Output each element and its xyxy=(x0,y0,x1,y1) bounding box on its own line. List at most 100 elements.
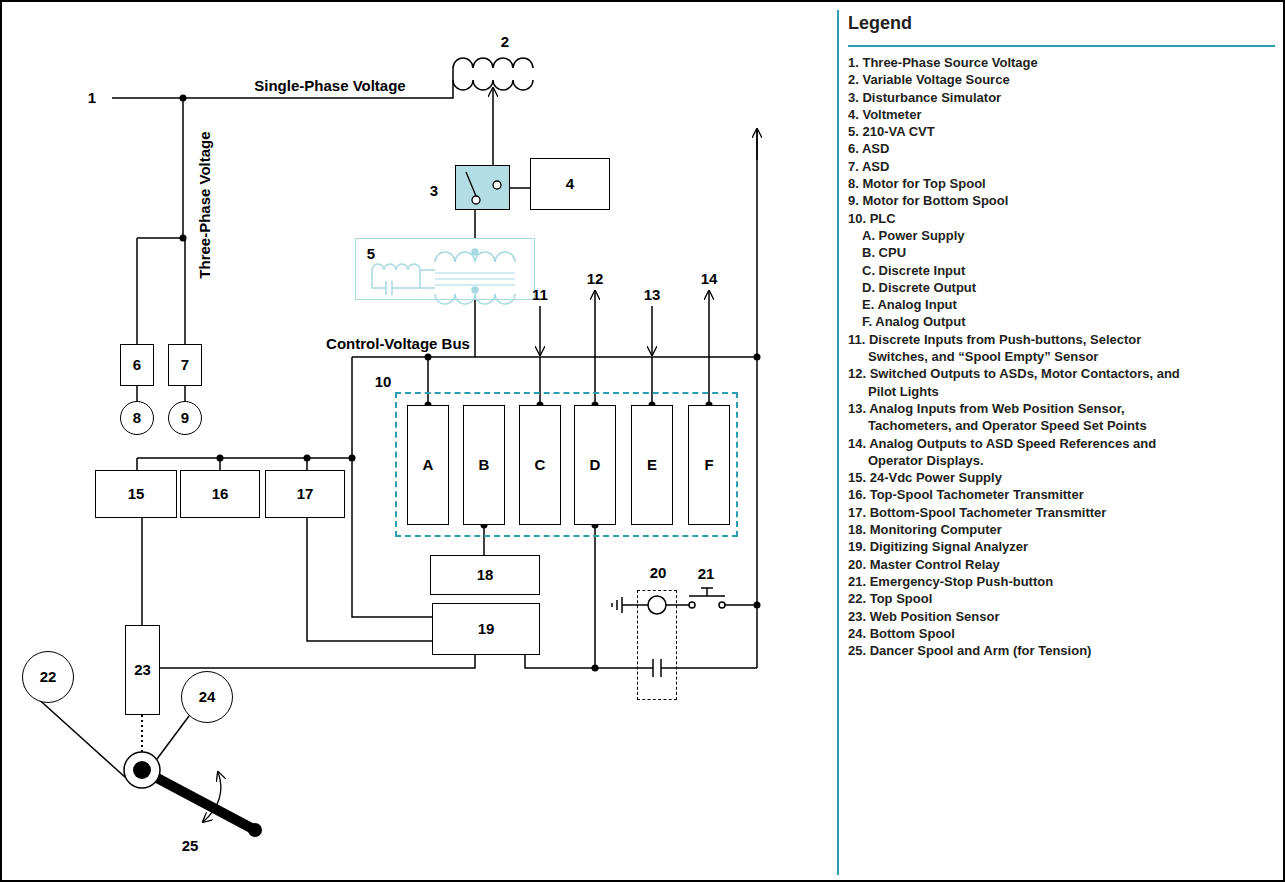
legend-entry: 1. Three-Phase Source Voltage xyxy=(848,54,1188,71)
legend-text: 17. Bottom-Spool Tachometer Transmitter xyxy=(848,505,1106,520)
wire-connector xyxy=(141,518,143,625)
callout-number: B xyxy=(479,457,490,474)
control-bus-wire xyxy=(137,128,757,668)
wire-connector xyxy=(184,386,186,401)
callout-number: 3 xyxy=(430,183,438,200)
cvt-symbol xyxy=(372,249,515,304)
callout-number: D xyxy=(590,457,601,474)
callout-number: 20 xyxy=(650,565,667,582)
relay-circuit xyxy=(595,667,757,669)
cvt-box: 5 xyxy=(355,238,535,300)
control-bus-wire xyxy=(137,458,352,470)
callout-number: 14 xyxy=(701,271,718,288)
signal-arrow xyxy=(539,306,541,355)
legend-text: 11. Discrete Inputs from Push-buttons, S… xyxy=(848,332,1141,364)
callout-number: 12 xyxy=(587,271,604,288)
callout-number: A xyxy=(423,457,434,474)
legend-text: 14. Analog Outputs to ASD Speed Referenc… xyxy=(848,436,1156,468)
supply-wire xyxy=(137,98,185,344)
process-box: 17 xyxy=(265,470,345,518)
legend-entry: 25. Dancer Spool and Arm (for Tension) xyxy=(848,642,1188,659)
junction-dot xyxy=(180,95,187,102)
plc-module: D xyxy=(574,405,616,525)
callout-number: C xyxy=(535,457,546,474)
legend-text: 16. Top-Spool Tachometer Transmitter xyxy=(848,487,1084,502)
drawing-part xyxy=(472,196,480,204)
legend-entry: D. Discrete Output xyxy=(862,279,1202,296)
legend-text: D. Discrete Output xyxy=(862,280,976,295)
relay-circuit xyxy=(666,604,689,606)
relay-circuit xyxy=(719,602,725,608)
drawing-part xyxy=(157,716,189,759)
relay-circuit xyxy=(725,604,757,606)
relay-circuit xyxy=(595,588,757,677)
cvt-symbol xyxy=(372,264,420,270)
bus-label: Control-Voltage Bus xyxy=(326,336,470,353)
legend-text: A. Power Supply xyxy=(862,228,965,243)
signal-arrow xyxy=(651,306,653,355)
legend-entry: 7. ASD xyxy=(848,158,1188,175)
control-bus-wire xyxy=(756,128,758,668)
legend-entry: 20. Master Control Relay xyxy=(848,556,1188,573)
callout-number: 13 xyxy=(644,287,661,304)
callout-number: 6 xyxy=(133,357,141,374)
relay-circuit xyxy=(648,596,666,614)
spool-circle: 22 xyxy=(22,651,74,703)
legend-entry: 4. Voltmeter xyxy=(848,106,1188,123)
relay-group: 20 xyxy=(637,590,677,700)
legend-entry: 13. Analog Inputs from Web Position Sens… xyxy=(848,400,1188,435)
legend-text: 4. Voltmeter xyxy=(848,107,921,122)
wire-connector xyxy=(474,210,476,238)
wire-connector xyxy=(483,525,485,555)
callout-number: 5 xyxy=(367,246,375,263)
legend-entry: 8. Motor for Top Spool xyxy=(848,175,1188,192)
legend-entry: 6. ASD xyxy=(848,140,1188,157)
wire-connector xyxy=(510,187,530,189)
legend-text: 23. Web Position Sensor xyxy=(848,609,999,624)
legend-text: E. Analog Input xyxy=(862,297,957,312)
spool-mechanism xyxy=(248,823,262,837)
plc-module: B xyxy=(463,405,505,525)
legend-entry: 17. Bottom-Spool Tachometer Transmitter xyxy=(848,504,1188,521)
control-bus-wire xyxy=(474,300,476,357)
callout-number: 11 xyxy=(532,287,548,304)
callout-number: 16 xyxy=(212,486,229,503)
cvt-symbol xyxy=(420,270,435,288)
wire-label: Single-Phase Voltage xyxy=(254,78,405,95)
legend-text: 9. Motor for Bottom Spool xyxy=(848,193,1008,208)
legend-text: 2. Variable Voltage Source xyxy=(848,72,1010,87)
supply-wire xyxy=(112,68,453,98)
process-box: 18 xyxy=(430,555,540,595)
spool-mechanism xyxy=(142,770,255,830)
drawing-part xyxy=(466,172,501,204)
wire-connector xyxy=(160,655,475,668)
legend-entry: 3. Disturbance Simulator xyxy=(848,89,1188,106)
legend-entry: 9. Motor for Bottom Spool xyxy=(848,192,1188,209)
callout-number: 19 xyxy=(478,621,495,638)
drawing-part xyxy=(141,715,143,752)
legend-text: 24. Bottom Spool xyxy=(848,626,955,641)
legend-text: 13. Analog Inputs from Web Position Sens… xyxy=(848,401,1147,433)
legend-text: 10. PLC xyxy=(848,211,896,226)
callout-number: 15 xyxy=(128,486,145,503)
relay-circuit xyxy=(689,602,695,608)
drive-box: 7 xyxy=(168,344,202,386)
signal-arrow xyxy=(594,291,596,357)
spool-circle: 24 xyxy=(181,671,233,723)
relay-circuit xyxy=(689,588,725,596)
callout-number: 2 xyxy=(501,34,509,51)
legend-entry: 22. Top Spool xyxy=(848,590,1188,607)
legend-entry: C. Discrete Input xyxy=(862,262,1202,279)
legend-entry: 12. Switched Outputs to ASDs, Motor Cont… xyxy=(848,365,1188,400)
control-bus-wire xyxy=(352,356,757,358)
legend-text: 5. 210-VA CVT xyxy=(848,124,935,139)
legend-entry: 10. PLC xyxy=(848,210,1188,227)
legend-text: F. Analog Output xyxy=(862,314,966,329)
legend-entry: 18. Monitoring Computer xyxy=(848,521,1188,538)
legend-entry: 14. Analog Outputs to ASD Speed Referenc… xyxy=(848,435,1188,470)
plc-module: A xyxy=(407,405,449,525)
legend-text: 25. Dancer Spool and Arm (for Tension) xyxy=(848,643,1091,658)
relay-circuit xyxy=(612,597,622,613)
plc-module: F xyxy=(688,405,730,525)
